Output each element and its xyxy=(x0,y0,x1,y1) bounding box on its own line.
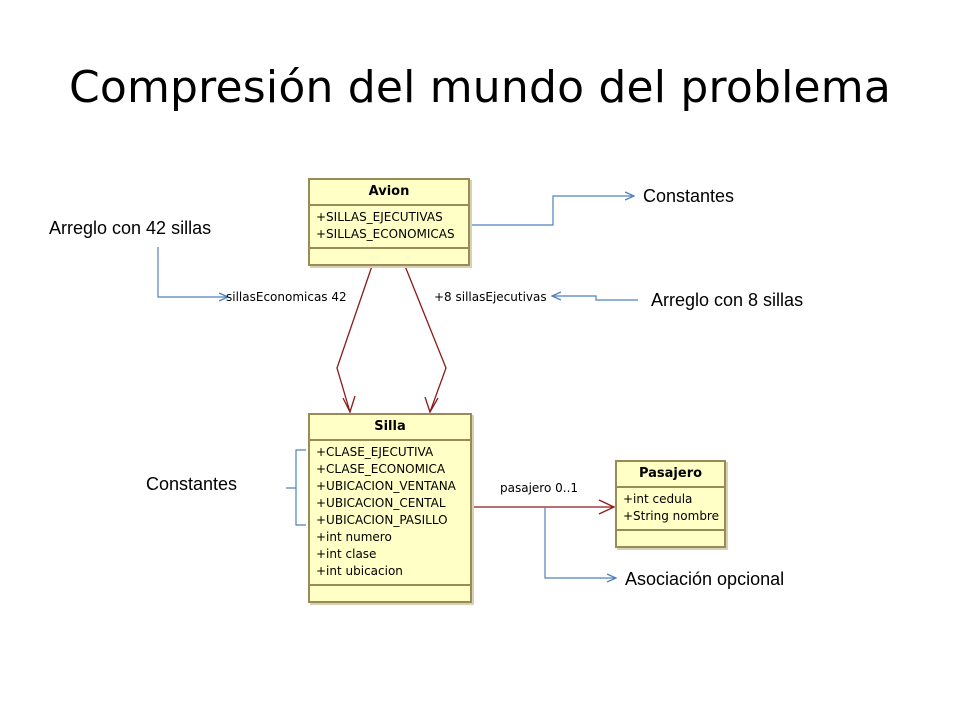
class-pasajero-attribute: +String nombre xyxy=(623,509,719,523)
connector-asociacion-opcional xyxy=(544,507,616,578)
connector-avion-constantes xyxy=(472,196,634,226)
avion-silla-association-left xyxy=(336,265,373,414)
annotation-asociacion-opcional: Asociación opcional xyxy=(625,569,785,589)
annotation-arreglo-8: Arreglo con 8 sillas xyxy=(651,290,804,310)
silla-pasajero-association xyxy=(472,499,616,515)
class-silla-attributes: +CLASE_EJECUTIVA +CLASE_ECONOMICA +UBICA… xyxy=(310,441,470,586)
class-avion-name: Avion xyxy=(310,180,468,206)
avion-silla-association-right xyxy=(404,265,447,414)
relation-label-ejecutivas: +8 sillasEjecutivas xyxy=(434,290,547,304)
class-pasajero-attribute: +int cedula xyxy=(623,492,693,506)
relation-label-pasajero: pasajero 0..1 xyxy=(500,481,579,495)
brace-silla-constantes xyxy=(286,449,306,526)
annotation-avion-constantes: Constantes xyxy=(643,186,735,206)
class-avion-attribute: +SILLAS_ECONOMICAS xyxy=(316,227,455,241)
class-avion-operations xyxy=(310,249,468,263)
annotation-silla-constantes: Constantes xyxy=(146,474,238,494)
class-silla-name: Silla xyxy=(310,415,470,441)
annotation-arreglo-42: Arreglo con 42 sillas xyxy=(49,218,212,238)
class-silla-attribute: +CLASE_ECONOMICA xyxy=(316,462,446,476)
connector-arreglo-8 xyxy=(552,296,638,301)
relation-label-economicas: sillasEconomicas 42 xyxy=(226,290,347,304)
class-pasajero: Pasajero +int cedula +String nombre xyxy=(615,460,726,548)
page-title: Compresión del mundo del problema xyxy=(68,62,892,113)
class-avion-attribute: +SILLAS_EJECUTIVAS xyxy=(316,210,443,224)
class-pasajero-attributes: +int cedula +String nombre xyxy=(617,488,724,531)
class-silla-attribute: +UBICACION_VENTANA xyxy=(316,479,456,493)
class-silla-attribute: +int clase xyxy=(316,547,377,561)
class-silla-attribute: +int ubicacion xyxy=(316,564,403,578)
class-silla-attribute: +UBICACION_PASILLO xyxy=(316,513,448,527)
class-silla-operations xyxy=(310,586,470,600)
class-silla-attribute: +int numero xyxy=(316,530,392,544)
class-avion-attributes: +SILLAS_EJECUTIVAS +SILLAS_ECONOMICAS xyxy=(310,206,468,249)
connector-arreglo-42 xyxy=(157,247,228,297)
class-silla-attribute: +CLASE_EJECUTIVA xyxy=(316,445,434,459)
class-silla: Silla +CLASE_EJECUTIVA +CLASE_ECONOMICA … xyxy=(308,413,472,603)
class-silla-attribute: +UBICACION_CENTAL xyxy=(316,496,446,510)
class-pasajero-operations xyxy=(617,531,724,545)
class-avion: Avion +SILLAS_EJECUTIVAS +SILLAS_ECONOMI… xyxy=(308,178,470,266)
class-pasajero-name: Pasajero xyxy=(617,462,724,488)
